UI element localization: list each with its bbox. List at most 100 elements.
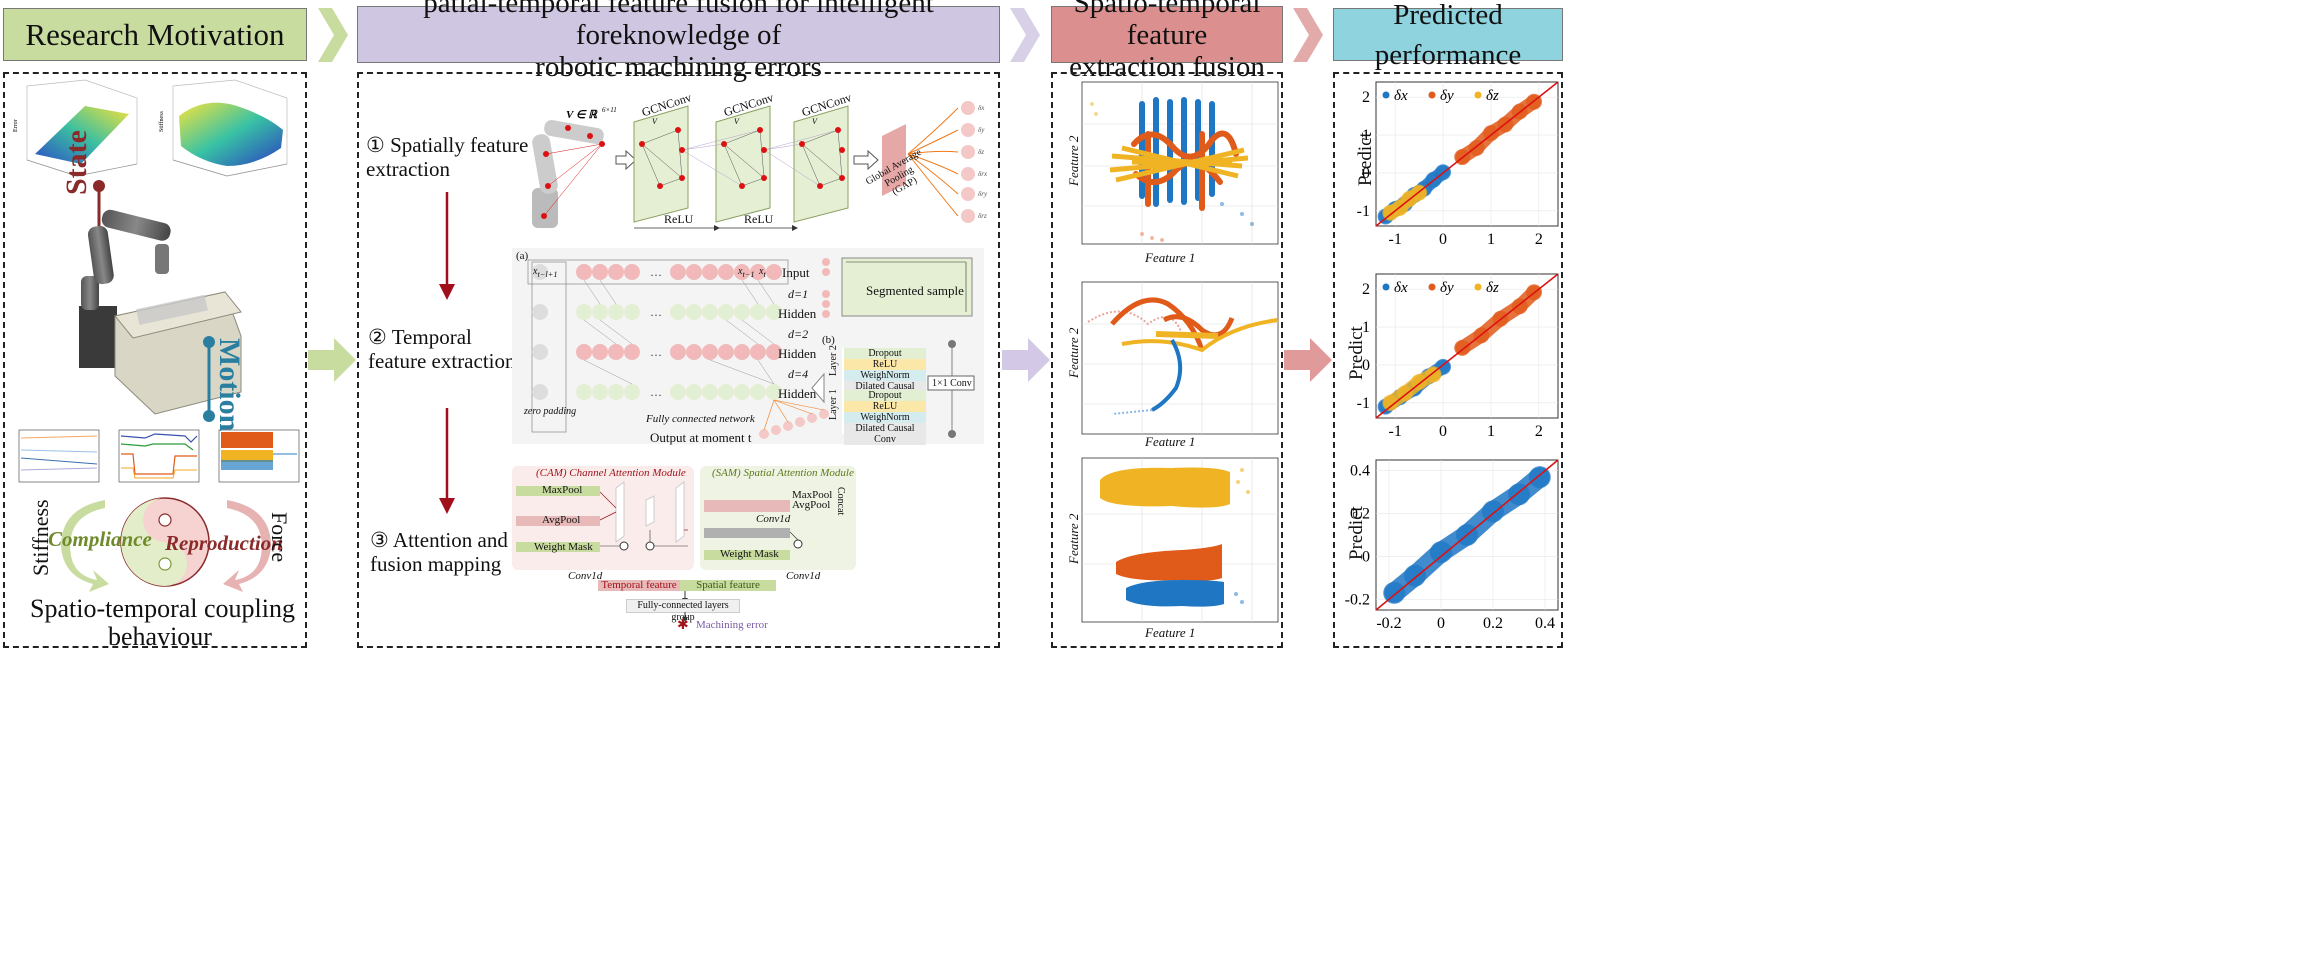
relu-label-1: ReLU — [664, 212, 694, 226]
header-extraction: Spatio-temporal feature extraction fusio… — [1051, 0, 1283, 83]
sam-weight-mask: Weight Mask — [720, 548, 779, 560]
yin-yang-icon — [120, 497, 210, 587]
header-extraction-line1: Spatio-temporal feature — [1073, 0, 1261, 51]
svg-text:V: V — [734, 117, 740, 126]
tcn-panel-b: (b) — [822, 334, 835, 346]
tcn-hidden-1: Hidden — [778, 306, 817, 321]
tcn-d1: d=1 — [788, 287, 809, 301]
chevron-right-icon — [1010, 8, 1040, 62]
step-spatial-feature: ① Spatially feature — [366, 133, 529, 157]
cam-title: (CAM) Channel Attention Module — [536, 467, 686, 479]
x-tick-label: 2 — [1535, 231, 1543, 248]
timeseries-force — [218, 429, 300, 483]
feature-xlabel-3: Feature 1 — [1145, 625, 1196, 640]
x-tick-label: 2 — [1535, 423, 1543, 440]
header-extraction-line2: extraction fusion — [1069, 50, 1265, 83]
panel-research-motivation — [3, 72, 307, 648]
y-tick-label: 2 — [1362, 281, 1370, 298]
legend-marker — [1428, 91, 1436, 99]
x-tick-label: 0.4 — [1535, 615, 1555, 632]
tcn-segmented-label: Segmented sample — [866, 283, 964, 298]
tcn-d4: d=4 — [788, 367, 809, 381]
identity-line — [1375, 459, 1559, 611]
sam-title: (SAM) Spatial Attention Module — [712, 467, 854, 479]
tcn-block-layer1: Dropout ReLU WeighNorm Dilated Causal Co… — [844, 390, 926, 445]
tcn-hidden-3: Hidden — [778, 386, 817, 401]
svg-text:δx: δx — [978, 104, 985, 112]
surface-plot-error: Error — [13, 79, 138, 177]
star-icon: ✱ — [677, 618, 689, 633]
motivation-caption-line2: behaviour — [108, 622, 212, 651]
legend-marker — [1474, 91, 1482, 99]
legend-marker — [1382, 91, 1390, 99]
step-attention-fusion: ③ Attention and — [370, 528, 508, 552]
svg-text:δrx: δrx — [978, 170, 988, 178]
sam-conv1d: Conv1d — [756, 513, 791, 525]
legend-marker — [1382, 283, 1390, 291]
tcn-input-label: Input — [782, 265, 810, 280]
sam-concat: Concat — [835, 487, 846, 516]
legend-label: δz — [1486, 88, 1499, 104]
header-framework-line1: patial-temporal feature fusion for intel… — [423, 0, 934, 51]
y-tick-label: 1 — [1362, 319, 1370, 336]
header-research-motivation: Research Motivation — [3, 8, 307, 61]
step-temporal-feature: ② Temporal — [368, 325, 472, 349]
motion-label: Motion — [213, 338, 246, 432]
tcn-d2: d=2 — [788, 327, 809, 341]
fc-arrow-2 — [682, 612, 688, 622]
legend-label: δy — [1440, 280, 1454, 296]
cam-weight-mask: Weight Mask — [534, 541, 593, 553]
block-weighnorm: WeighNorm — [844, 370, 926, 381]
cam-avgpool: AvgPool — [542, 514, 581, 526]
y-tick-label: 0 — [1362, 357, 1370, 374]
x-tick-label: -0.2 — [1376, 615, 1401, 632]
reproduction-label: Reproduction — [165, 531, 283, 555]
tcn-zero-padding: zero padding — [524, 406, 577, 417]
step-spatial-feature-line2: extraction — [366, 157, 450, 181]
header-performance-text: Predicted performance — [1374, 0, 1522, 71]
y-tick-label: 0 — [1362, 548, 1370, 565]
predict-ylabel-2: Predict — [1346, 326, 1367, 380]
robot-graph-icon: V ∈ ℝ 6×11 — [532, 106, 617, 228]
svg-text:Stiffness: Stiffness — [158, 110, 165, 132]
block-weighnorm: WeighNorm — [844, 412, 926, 423]
step-down-arrows — [439, 192, 455, 514]
svg-text:δry: δry — [978, 190, 988, 198]
legend-marker — [1474, 283, 1482, 291]
relu-label-2: ReLU — [744, 212, 774, 226]
svg-text:…: … — [650, 265, 662, 279]
svg-text:6×11: 6×11 — [602, 106, 617, 114]
spatial-feature-bar: Spatial feature — [680, 580, 776, 591]
x-tick-label: 0.2 — [1483, 615, 1503, 632]
tcn-xt1-label: xt−1 — [738, 266, 755, 279]
identity-line — [1375, 273, 1559, 419]
legend-label: δx — [1394, 280, 1408, 296]
arrow-right-icon — [1002, 338, 1050, 382]
step-temporal-feature-line2: feature extraction — [368, 349, 516, 373]
block-dropout: Dropout — [844, 348, 926, 359]
predict-ylabel-3: Predict — [1346, 506, 1367, 560]
svg-text:δy: δy — [978, 126, 985, 134]
tcn-diagram: ………… — [527, 257, 975, 439]
timeseries-torque — [118, 429, 200, 483]
y-tick-label: 0.4 — [1350, 463, 1370, 480]
x-tick-label: 1 — [1487, 423, 1495, 440]
fc-group-box: Fully-connected layers group — [626, 599, 740, 623]
sam-conv1d-bottom: Conv1d — [786, 570, 821, 582]
motivation-illustration: Error Stiffness — [13, 79, 300, 592]
svg-text:V: V — [812, 117, 818, 126]
x-tick-label: -1 — [1388, 423, 1401, 440]
svg-text:V ∈ ℝ: V ∈ ℝ — [566, 109, 598, 121]
x-tick-label: 0 — [1437, 615, 1445, 632]
panel-framework — [357, 72, 1000, 648]
y-tick-label: -1 — [1357, 395, 1370, 412]
step-attention-fusion-line2: fusion mapping — [370, 552, 502, 576]
svg-text:δz: δz — [978, 148, 984, 156]
tcn-conv11: 1×1 Conv — [932, 378, 972, 389]
machining-error-label: Machining error — [696, 619, 768, 631]
svg-text:δrz: δrz — [978, 212, 987, 220]
tcn-xt-label: xt−l+1 — [533, 266, 558, 279]
chevron-right-icon — [1293, 8, 1323, 62]
svg-text:Error: Error — [13, 119, 19, 132]
